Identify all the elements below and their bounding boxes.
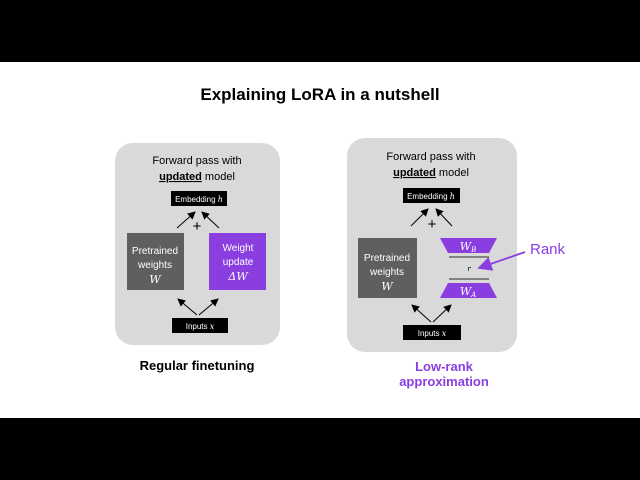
box-label: weights [137,260,172,271]
caption: Regular finetuning [140,358,255,373]
wa-label: WA [460,285,476,299]
inputs-box [172,318,228,333]
arrow [411,304,432,323]
box-label: Pretrained [132,246,178,257]
plus-sign: + [428,216,437,233]
inputs-label: Inputs x [186,322,215,331]
box-var: W [149,273,162,286]
weight-update-box [209,233,266,290]
caption-line2: approximation [399,374,489,389]
arrow [410,208,429,227]
rank-label: Rank [530,241,566,258]
arrow [176,211,196,229]
wb-matrix [440,238,497,253]
arrow [435,208,453,227]
box-var: ΔW [227,270,249,283]
panel [115,143,280,345]
wa-matrix [440,283,497,298]
box-label: weights [369,267,404,278]
slide-title: Explaining LoRA in a nutshell [200,85,439,104]
panel [347,138,517,352]
low-rank-diagram: Forward pass with updated model Embeddin… [347,138,566,389]
rank-r-label: r [467,265,471,273]
box-label: Weight [223,243,254,254]
inputs-label: Inputs x [418,329,447,338]
heading-line1: Forward pass with [386,151,475,163]
box-label: update [223,257,254,268]
wb-label: WB [460,240,476,254]
pretrained-weights-box [127,233,184,290]
slide-background [0,62,640,418]
arrow [432,304,452,323]
box-label: Pretrained [364,253,410,264]
embedding-label: Embedding h [407,192,455,201]
arrow [198,298,219,316]
heading-line1: Forward pass with [152,155,241,167]
embedding-box [171,191,227,206]
embedding-label: Embedding h [175,195,223,204]
caption-line1: Low-rank [415,359,474,374]
arrow [177,298,198,316]
heading-line2: updated model [159,171,235,183]
arrow [201,211,220,229]
regular-finetuning-diagram: Forward pass with updated model Embeddin… [115,143,280,373]
inputs-box [403,325,461,340]
pretrained-weights-box [358,238,417,298]
plus-sign: + [193,218,202,235]
box-var: W [381,280,394,293]
heading-line2: updated model [393,167,469,179]
rank-arrow [477,251,526,271]
embedding-box [403,188,460,203]
